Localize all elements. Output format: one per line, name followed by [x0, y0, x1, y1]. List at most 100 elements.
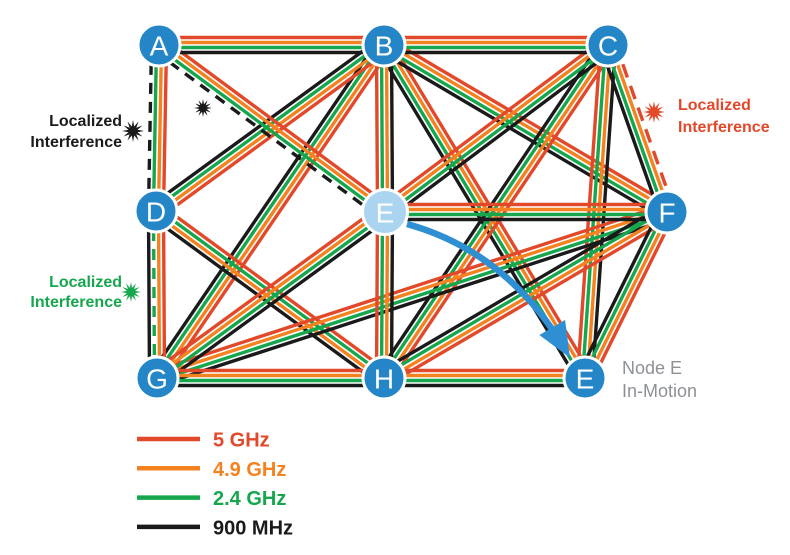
link-4.9ghz — [155, 207, 667, 378]
node-C: C — [585, 22, 631, 68]
node-B: B — [361, 22, 407, 68]
link-2.4ghz — [156, 45, 385, 216]
link-5ghz — [374, 44, 380, 213]
link-900mhz — [149, 39, 380, 375]
link-2.4ghz — [379, 44, 385, 213]
link-5ghz — [161, 210, 167, 379]
legend-item-4.9ghz: 4.9 GHz — [137, 459, 286, 481]
link-900mhz — [158, 217, 670, 387]
legend-label: 5 GHz — [213, 430, 270, 452]
link-900mhz — [376, 39, 604, 375]
link-5ghz — [161, 45, 169, 212]
link-900mhz — [576, 207, 662, 376]
node-G: G — [134, 355, 180, 401]
edge-B-G — [149, 39, 392, 384]
link-900mhz — [599, 46, 662, 216]
link-900mhz — [389, 211, 395, 379]
link-5ghz — [613, 41, 676, 211]
edge-G-E — [151, 204, 391, 386]
link-2.4ghz — [381, 45, 667, 216]
node-circle — [361, 188, 409, 236]
link-2.4ghz — [603, 45, 667, 214]
link-2.4ghz — [379, 211, 385, 379]
interference-star-icon — [121, 282, 141, 302]
link-4.9ghz — [156, 210, 162, 379]
link-900mhz — [379, 50, 665, 220]
link-900mhz — [389, 44, 395, 213]
edge-D-G — [146, 210, 167, 379]
link-2.4ghz — [151, 44, 159, 212]
link-4.9ghz — [382, 41, 608, 212]
edge-E-H — [374, 211, 395, 379]
edge-B-F — [379, 37, 672, 220]
node-circle — [134, 355, 180, 401]
node-circle — [361, 22, 407, 68]
edge-A-D — [146, 44, 169, 212]
edge-H-E2 — [384, 368, 585, 388]
edge-E-C — [379, 37, 614, 220]
edge-A-E — [153, 37, 391, 220]
link-4.9ghz — [154, 208, 385, 378]
frequency-legend: 5 GHz 4.9 GHz 2.4 GHz 900 MHz — [137, 430, 293, 539]
link-4.9ghz — [159, 41, 388, 212]
edge-B-C — [384, 35, 608, 55]
interference-star-icon — [194, 99, 212, 117]
link-900mhz — [590, 45, 618, 379]
edge-F-E2 — [576, 207, 676, 383]
link-5ghz — [386, 37, 672, 207]
link-4.9ghz — [156, 44, 164, 212]
link-2.4ghz — [581, 210, 667, 378]
link-2.4ghz — [153, 41, 384, 211]
link-2.4ghz — [157, 212, 388, 382]
link-2.4ghz — [153, 42, 384, 378]
node-e-motion-arrow — [406, 220, 570, 358]
interference-stars-layer — [121, 99, 665, 302]
link-900mhz — [146, 44, 154, 211]
radio-links-layer — [146, 35, 676, 388]
link-2.4ghz — [157, 212, 669, 383]
node-circle — [585, 22, 631, 68]
legend-item-5ghz: 5 GHz — [137, 430, 270, 452]
link-4.9ghz — [585, 45, 613, 379]
link-2.4ghz — [580, 44, 608, 378]
edge-C-H — [376, 39, 616, 384]
node-circle — [133, 188, 179, 234]
edge-B-E — [374, 44, 395, 213]
edge-G-H — [157, 368, 384, 388]
edge-A-B — [159, 35, 384, 55]
node-F: F — [644, 189, 690, 235]
node-circle — [136, 22, 182, 68]
node-circle — [644, 189, 690, 235]
link-5ghz — [161, 48, 392, 384]
legend-item-900mhz: 900 MHz — [137, 517, 293, 539]
legend-label: 900 MHz — [213, 517, 293, 539]
link-4.9ghz — [384, 41, 670, 212]
link-900mhz — [388, 49, 614, 220]
edge-E-F — [385, 202, 667, 222]
interference-star-icon — [122, 120, 144, 142]
node-A: A — [136, 22, 182, 68]
link-4.9ghz — [585, 212, 671, 380]
link-4.9ghz — [153, 211, 384, 382]
link-900mhz — [146, 210, 152, 379]
legend-item-2.4ghz: 2.4 GHz — [137, 488, 286, 510]
edge-G-F — [154, 203, 670, 387]
link-900mhz — [153, 49, 382, 220]
motion-arrow-layer — [406, 220, 570, 358]
legend-label: 2.4 GHz — [213, 488, 286, 510]
node-circle — [361, 355, 407, 401]
legend-label: 4.9 GHz — [213, 459, 286, 481]
link-4.9ghz — [608, 43, 672, 212]
interference-star-icon — [643, 101, 665, 123]
link-4.9ghz — [157, 45, 388, 381]
link-5ghz — [151, 204, 382, 374]
edge-C-F — [599, 41, 676, 216]
